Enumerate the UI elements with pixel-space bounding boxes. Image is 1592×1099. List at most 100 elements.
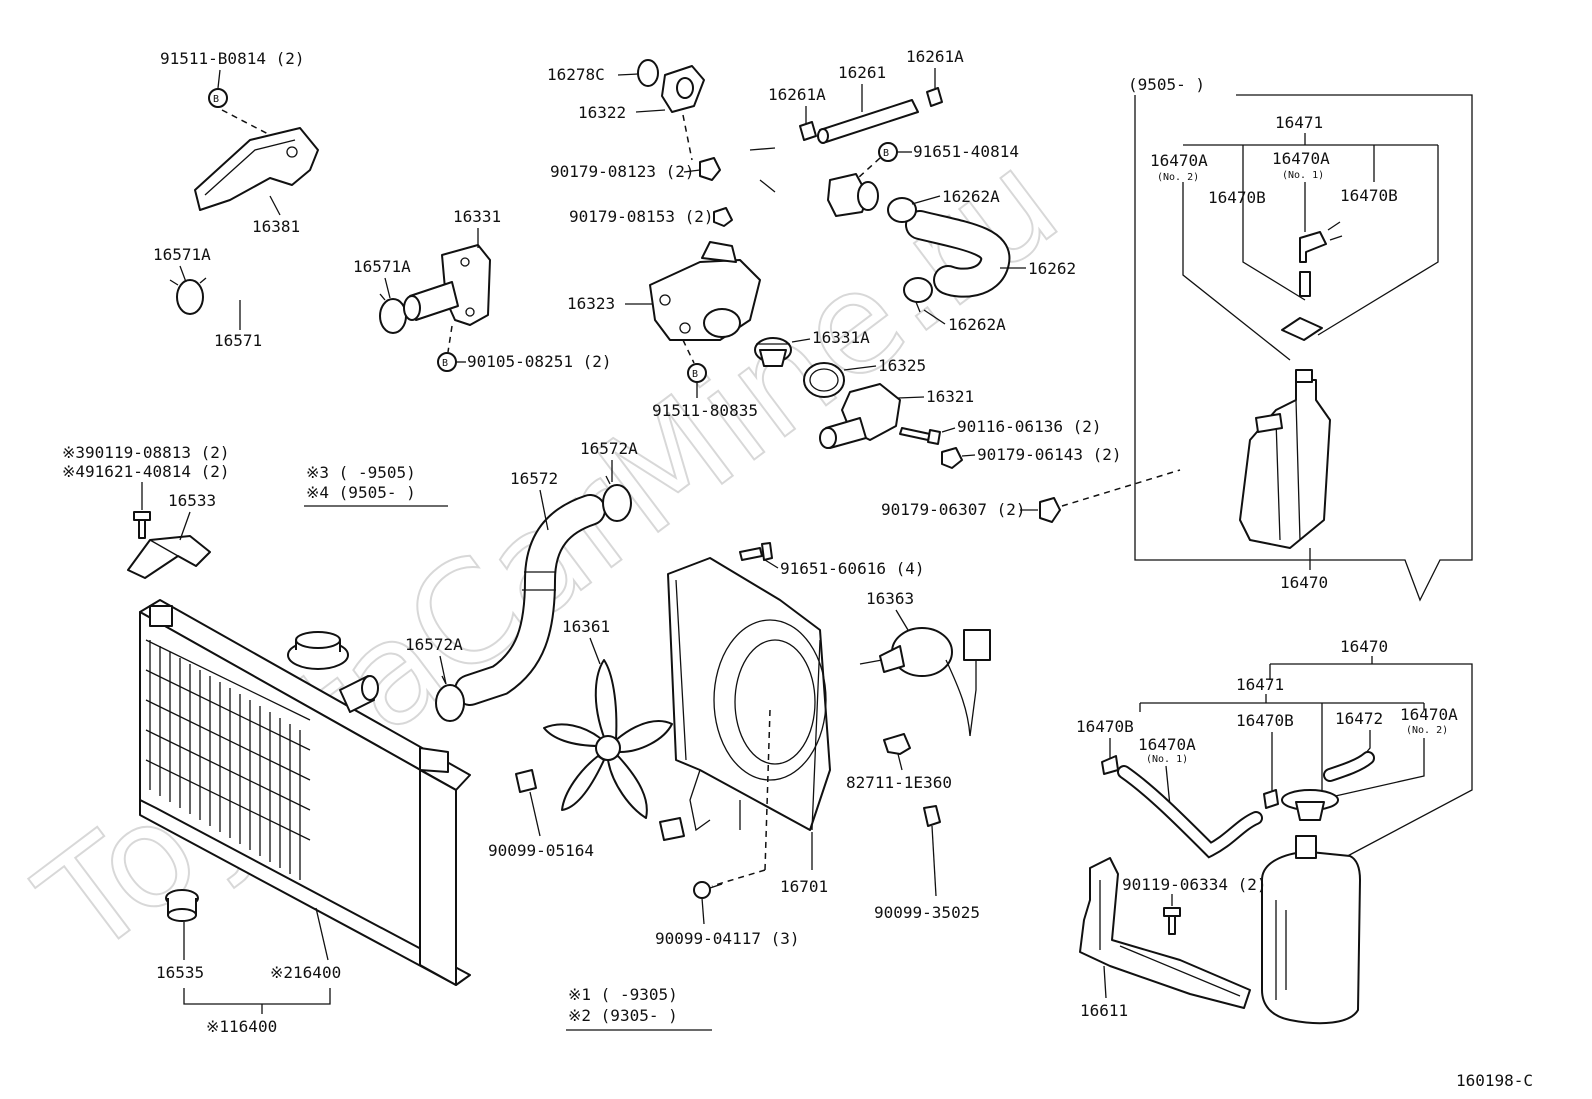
bolt-remark-3-4 (133, 511, 151, 539)
label-box-16470a-no1: 16470A (1272, 149, 1330, 168)
fan-shroud-16701 (659, 557, 831, 841)
label-right-16470: 16470 (1340, 637, 1388, 656)
label-right-16470b-mid: 16470B (1236, 711, 1294, 730)
note-remarks-1-2: ※1 ( -9305) ※2 (9305- ) (566, 985, 712, 1031)
clamp-16572a-bottom (435, 675, 465, 722)
reserve-tank-box (1239, 369, 1331, 549)
hose-16261 (817, 99, 919, 144)
note-remarks-3-4: ※3 ( -9505) ※4 (9505- ) (304, 463, 448, 507)
label-right-16471: 16471 (1236, 675, 1284, 694)
bolt-90116-06136 (899, 427, 941, 445)
label-remark-3: ※390119-08813 (2) (62, 443, 230, 462)
label-90099-35025: 90099-35025 (874, 903, 980, 922)
label-right-16470b-left: 16470B (1076, 717, 1134, 736)
label-16363: 16363 (866, 589, 914, 608)
label-right-16470a-no1: 16470A (1138, 735, 1196, 754)
label-box-16470b-right: 16470B (1340, 186, 1398, 205)
nut-90179-06307 (1039, 497, 1061, 523)
bolt-b-icon: B (437, 352, 457, 372)
label-right-no1: (No. 1) (1146, 754, 1188, 765)
nut-90179-08123 (699, 157, 721, 181)
nut-90179-08153 (713, 207, 733, 227)
hose-16472 (1323, 751, 1375, 782)
bolt-90119-06334 (1163, 907, 1181, 935)
label-remark-4: ※491621-40814 (2) (62, 462, 230, 481)
hose-16571 (194, 262, 403, 336)
label-16322: 16322 (578, 103, 626, 122)
callout-box-9505: (9505- ) (1128, 75, 1473, 602)
label-16611: 16611 (1080, 1001, 1128, 1020)
label-90116-06136: 90116-06136 (2) (957, 417, 1102, 436)
label-16321: 16321 (926, 387, 974, 406)
label-box-no2: (No. 2) (1157, 172, 1199, 183)
water-outlet-16331 (403, 244, 491, 326)
svg-text:(9505- ): (9505- ) (1128, 75, 1205, 94)
label-91651-40814: 91651-40814 (913, 142, 1019, 161)
clamp-16262a-bottom (903, 277, 933, 313)
gasket-16325 (803, 362, 845, 398)
bolt-91651-60616 (739, 542, 773, 561)
water-inlet-16321 (819, 383, 901, 449)
label-16572: 16572 (510, 469, 558, 488)
water-pipe-16322 (661, 65, 879, 217)
label-16361: 16361 (562, 617, 610, 636)
label-16571a-right: 16571A (353, 257, 411, 276)
clamp-16572a-top (602, 475, 632, 522)
label-16262a-top: 16262A (942, 187, 1000, 206)
hose-16262 (905, 210, 1011, 298)
svg-text:※2 (9305- ): ※2 (9305- ) (568, 1006, 678, 1025)
label-box-16470a-no2: 16470A (1150, 151, 1208, 170)
thermostat-16331a (754, 337, 792, 367)
svg-text:※4 (9505- ): ※4 (9505- ) (306, 483, 416, 502)
svg-text:B: B (692, 369, 698, 380)
cushion-16535 (165, 889, 199, 922)
clamp-16261a-right (926, 87, 943, 107)
label-16261: 16261 (838, 63, 886, 82)
svg-text:※3 ( -9505): ※3 ( -9505) (306, 463, 416, 482)
label-16572a-bottom: 16572A (405, 635, 463, 654)
clip-82711-1e360 (883, 733, 911, 755)
label-91651-60616: 91651-60616 (4) (780, 559, 925, 578)
nut-90179-06143 (941, 447, 963, 469)
bolt-b-icon: B (878, 142, 898, 162)
label-82711-1e360: 82711-1E360 (846, 773, 952, 792)
label-90179-08153: 90179-08153 (2) (569, 207, 714, 226)
label-16571: 16571 (214, 331, 262, 350)
label-90179-06307: 90179-06307 (2) (881, 500, 1026, 519)
clamp-16571a-right (379, 293, 407, 334)
label-16323: 16323 (567, 294, 615, 313)
diagram-code: 160198-C (1456, 1071, 1533, 1090)
hose-16470b (1101, 755, 1279, 859)
label-16533: 16533 (168, 491, 216, 510)
label-box-no1: (No. 1) (1282, 170, 1324, 181)
label-16535: 16535 (156, 963, 204, 982)
label-90099-04117: 90099-04117 (3) (655, 929, 800, 948)
clamp-16262a-top (887, 197, 917, 223)
label-right-16472: 16472 (1335, 709, 1383, 728)
label-90119-06334: 90119-06334 (2) (1122, 875, 1267, 894)
label-radiator-remark-2: ※216400 (270, 963, 341, 982)
thermostat-housing-16323 (649, 241, 761, 341)
label-90105-08251: 90105-08251 (2) (467, 352, 612, 371)
label-16261a-right: 16261A (906, 47, 964, 66)
clip-90099-35025 (923, 805, 941, 827)
label-radiator-remark-1: ※116400 (206, 1017, 277, 1036)
bracket-16381 (194, 127, 319, 211)
bolt-90099-04117 (693, 881, 723, 899)
label-16262a-bottom: 16262A (948, 315, 1006, 334)
svg-text:※1 ( -9305): ※1 ( -9305) (568, 985, 678, 1004)
label-16331: 16331 (453, 207, 501, 226)
bracket-16611 (1079, 857, 1251, 1009)
bolt-b-icon: B (208, 88, 228, 108)
label-16262: 16262 (1028, 259, 1076, 278)
label-box-16470b-left: 16470B (1208, 188, 1266, 207)
label-box-16470: 16470 (1280, 573, 1328, 592)
label-91511-b0814: 91511-B0814 (2) (160, 49, 305, 68)
fan-16361 (543, 659, 673, 819)
label-16325: 16325 (878, 356, 926, 375)
radiator-16400 (139, 599, 471, 986)
label-91511-80835: 91511-80835 (652, 401, 758, 420)
bracket-16533 (127, 535, 211, 579)
label-right-no2: (No. 2) (1406, 725, 1448, 736)
